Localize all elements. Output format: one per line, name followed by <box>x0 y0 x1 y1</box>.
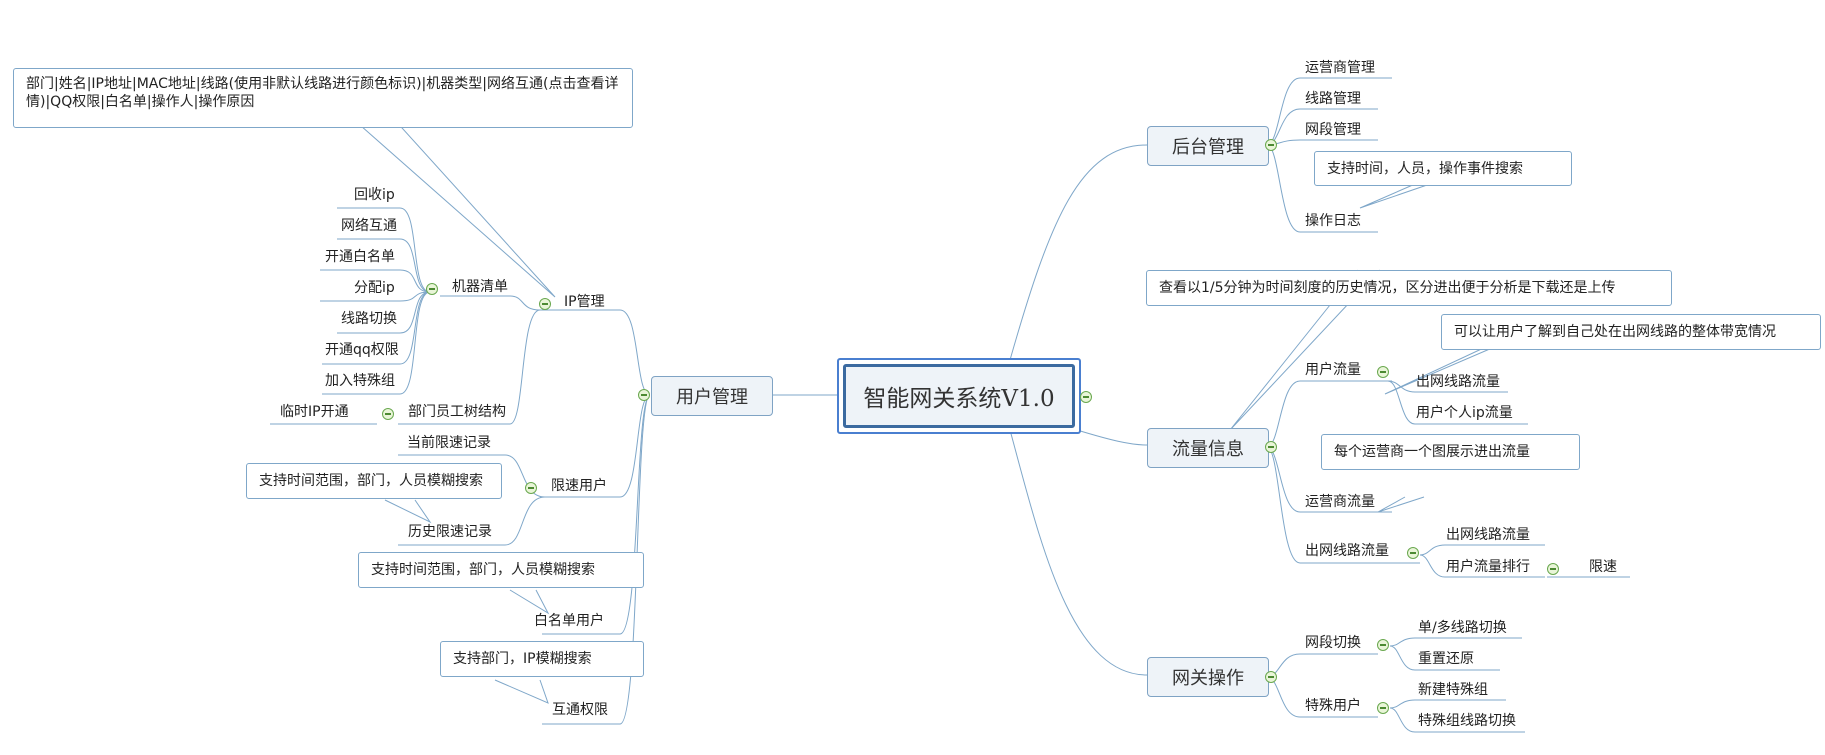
node-exit-line-traffic[interactable]: 出网线路流量 <box>1305 543 1389 559</box>
node-recycle-ip[interactable]: 回收ip <box>354 187 395 203</box>
node-interconnect-perm[interactable]: 互通权限 <box>552 702 608 718</box>
node-assign-ip[interactable]: 分配ip <box>354 280 395 296</box>
node-network-interconnect[interactable]: 网络互通 <box>341 218 397 234</box>
node-single-multi-switch[interactable]: 单/多线路切换 <box>1418 620 1507 636</box>
collapse-icon[interactable] <box>539 298 551 310</box>
collapse-icon[interactable] <box>1407 547 1419 559</box>
node-rate-limit[interactable]: 限速 <box>1589 559 1617 575</box>
topic-gateway-ops[interactable]: 网关操作 <box>1147 657 1269 697</box>
note-traffic: 查看以1/5分钟为时间刻度的历史情况，区分进出便于分析是下载还是上传 <box>1146 270 1672 306</box>
collapse-icon[interactable] <box>1080 391 1092 403</box>
collapse-icon[interactable] <box>1265 441 1277 453</box>
node-current-limit-records[interactable]: 当前限速记录 <box>407 435 491 451</box>
node-machine-list[interactable]: 机器清单 <box>452 279 508 295</box>
node-carrier-traffic[interactable]: 运营商流量 <box>1305 494 1375 510</box>
topic-backend[interactable]: 后台管理 <box>1147 126 1269 166</box>
node-op-log[interactable]: 操作日志 <box>1305 213 1361 229</box>
node-segment-mgmt[interactable]: 网段管理 <box>1305 122 1361 138</box>
topic-user-mgmt[interactable]: 用户管理 <box>651 376 773 416</box>
node-user-traffic[interactable]: 用户流量 <box>1305 362 1361 378</box>
collapse-icon[interactable] <box>1265 139 1277 151</box>
collapse-icon[interactable] <box>382 408 394 420</box>
node-temp-ip[interactable]: 临时IP开通 <box>280 404 349 420</box>
node-exit-line-traffic-b[interactable]: 出网线路流量 <box>1446 527 1530 543</box>
collapse-icon[interactable] <box>1377 366 1389 378</box>
node-special-users[interactable]: 特殊用户 <box>1305 698 1361 714</box>
node-carrier-mgmt[interactable]: 运营商管理 <box>1305 60 1375 76</box>
topic-traffic[interactable]: 流量信息 <box>1147 428 1269 468</box>
node-user-traffic-rank[interactable]: 用户流量排行 <box>1446 559 1530 575</box>
collapse-icon[interactable] <box>1377 702 1389 714</box>
node-whitelist-users[interactable]: 白名单用户 <box>534 613 604 629</box>
node-join-special-group[interactable]: 加入特殊组 <box>325 373 395 389</box>
node-user-ip-traffic[interactable]: 用户个人ip流量 <box>1416 405 1513 421</box>
node-dept-tree[interactable]: 部门员工树结构 <box>408 404 506 420</box>
node-reset[interactable]: 重置还原 <box>1418 651 1474 667</box>
node-new-special-group[interactable]: 新建特殊组 <box>1418 682 1488 698</box>
node-exit-line-traffic-a[interactable]: 出网线路流量 <box>1416 374 1500 390</box>
node-history-limit-records[interactable]: 历史限速记录 <box>408 524 492 540</box>
note-carrier-traffic: 每个运营商一个图展示进出流量 <box>1321 434 1580 470</box>
collapse-icon[interactable] <box>1547 563 1559 575</box>
node-limited-users[interactable]: 限速用户 <box>551 478 607 494</box>
node-open-whitelist[interactable]: 开通白名单 <box>325 249 395 265</box>
note-history-limit: 支持时间范围，部门，人员模糊搜索 <box>246 463 502 499</box>
node-open-qq[interactable]: 开通qq权限 <box>325 342 399 358</box>
node-ip-mgmt[interactable]: IP管理 <box>564 294 605 310</box>
collapse-icon[interactable] <box>525 482 537 494</box>
collapse-icon[interactable] <box>638 389 650 401</box>
collapse-icon[interactable] <box>1377 639 1389 651</box>
note-whitelist: 支持时间范围，部门，人员模糊搜索 <box>358 552 644 588</box>
node-segment-switch[interactable]: 网段切换 <box>1305 635 1361 651</box>
note-exit-line: 可以让用户了解到自己处在出网线路的整体带宽情况 <box>1441 314 1821 350</box>
node-line-mgmt[interactable]: 线路管理 <box>1305 91 1361 107</box>
note-interconnect: 支持部门，IP模糊搜索 <box>440 641 644 677</box>
node-special-group-switch[interactable]: 特殊组线路切换 <box>1418 713 1516 729</box>
root-label: 智能网关系统V1.0 <box>843 364 1075 428</box>
collapse-icon[interactable] <box>1265 671 1277 683</box>
collapse-icon[interactable] <box>426 283 438 295</box>
node-line-switch[interactable]: 线路切换 <box>341 311 397 327</box>
root-node[interactable]: 智能网关系统V1.0 <box>837 358 1081 434</box>
note-op-log: 支持时间，人员，操作事件搜索 <box>1314 151 1572 186</box>
note-ip-mgmt: 部门|姓名|IP地址|MAC地址|线路(使用非默认线路进行颜色标识)|机器类型|… <box>13 68 633 128</box>
